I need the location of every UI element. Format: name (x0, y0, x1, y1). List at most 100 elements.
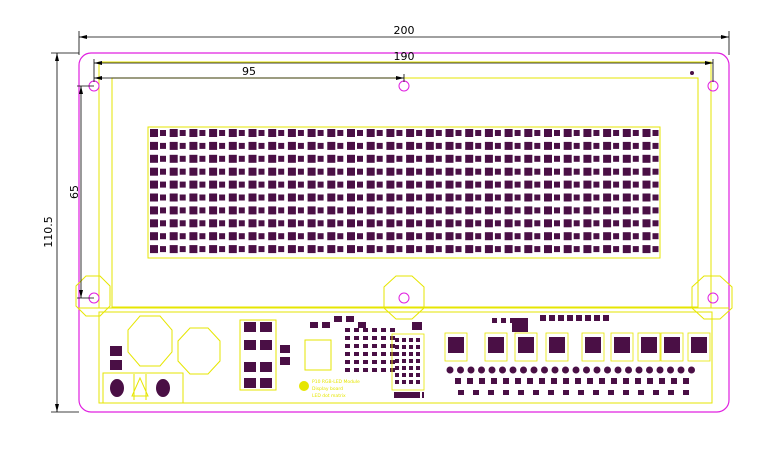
smd-pad (623, 378, 629, 384)
led-pad (199, 181, 206, 188)
led-pad (554, 220, 560, 227)
led-pad (406, 232, 415, 241)
led-pad (209, 141, 218, 150)
smd-pad (683, 390, 689, 395)
silkscreen-label-line2: Display board (312, 386, 343, 392)
led-pad (150, 180, 158, 189)
smd-pad (402, 373, 406, 377)
led-pad (199, 168, 206, 175)
led-pad (475, 207, 482, 214)
led-pad (425, 180, 434, 189)
via-pad (593, 366, 601, 374)
led-pad (652, 207, 659, 214)
smd-pad (510, 318, 515, 323)
led-pad (357, 130, 363, 136)
led-pad (642, 180, 651, 189)
led-pad (524, 167, 533, 176)
led-pad (583, 167, 592, 176)
led-pad (189, 206, 198, 215)
led-pad (258, 142, 265, 149)
via-pad (583, 366, 590, 374)
led-pad (514, 181, 521, 188)
led-pad (435, 142, 442, 149)
led-pad (554, 246, 560, 253)
via-pad (551, 366, 559, 374)
led-pad (652, 246, 659, 253)
led-pad (632, 246, 639, 253)
smd-pad (354, 336, 359, 340)
smd-pad (394, 392, 420, 398)
led-pad (199, 130, 206, 136)
led-pad (219, 181, 226, 188)
driver-pad (585, 337, 601, 353)
led-pad (563, 193, 572, 202)
led-pad (652, 155, 659, 162)
led-pad (357, 155, 363, 162)
led-pad (622, 180, 631, 189)
led-pad (268, 193, 277, 202)
led-pad (603, 245, 612, 254)
led-pad (307, 193, 316, 202)
led-pad (534, 130, 541, 136)
led-pad (366, 193, 375, 202)
led-pad (583, 193, 592, 202)
led-pad (386, 219, 395, 228)
led-pad (425, 154, 434, 163)
smd-pad (395, 338, 399, 342)
led-pad (475, 233, 482, 240)
via-pad (667, 366, 674, 374)
led-pad (278, 220, 285, 227)
smd-pad (567, 315, 573, 321)
ic-outline (391, 333, 425, 391)
led-pad (494, 155, 501, 162)
smd-pad (422, 392, 424, 398)
led-pad (622, 206, 631, 215)
led-pad (593, 168, 600, 175)
led-pad (179, 168, 186, 175)
led-pad (573, 207, 580, 214)
led-pad (169, 232, 178, 241)
led-pad (642, 167, 651, 176)
led-pad (287, 245, 296, 254)
led-pad (317, 207, 324, 214)
led-pad (524, 219, 533, 228)
capacitor-large-2 (177, 327, 221, 375)
led-pad (465, 180, 474, 189)
led-pad (219, 142, 226, 149)
led-pad (445, 219, 454, 228)
led-pad (425, 193, 434, 202)
led-pad (347, 129, 355, 137)
driver-outline (610, 332, 634, 362)
led-pad (524, 232, 533, 241)
led-pad (337, 220, 344, 227)
led-pad (209, 180, 218, 189)
led-pad (396, 194, 403, 201)
led-pad (632, 194, 639, 201)
led-pad (238, 246, 245, 253)
led-pad (366, 141, 375, 150)
led-pad (219, 168, 226, 175)
smd-pad (372, 360, 377, 364)
led-pad (425, 206, 434, 215)
led-pad (583, 180, 592, 189)
led-pad (484, 180, 493, 189)
dimension-overall-height-label: 110.5 (42, 216, 55, 248)
led-pad (268, 167, 277, 176)
driver-pad (691, 337, 707, 353)
led-pad (425, 219, 434, 228)
via-pad (467, 366, 475, 374)
via-pad (604, 366, 611, 374)
led-pad (169, 245, 178, 254)
smd-pad (578, 390, 584, 395)
led-pad (514, 233, 521, 240)
led-pad (228, 206, 237, 215)
led-pad (406, 219, 415, 228)
via-pad (625, 366, 632, 374)
led-pad (258, 246, 265, 253)
led-pad (406, 245, 415, 254)
via-pad (656, 366, 664, 374)
led-pad (554, 181, 560, 188)
smd-pad (390, 328, 395, 332)
smd-pad (395, 345, 399, 349)
smd-pad (363, 360, 368, 364)
